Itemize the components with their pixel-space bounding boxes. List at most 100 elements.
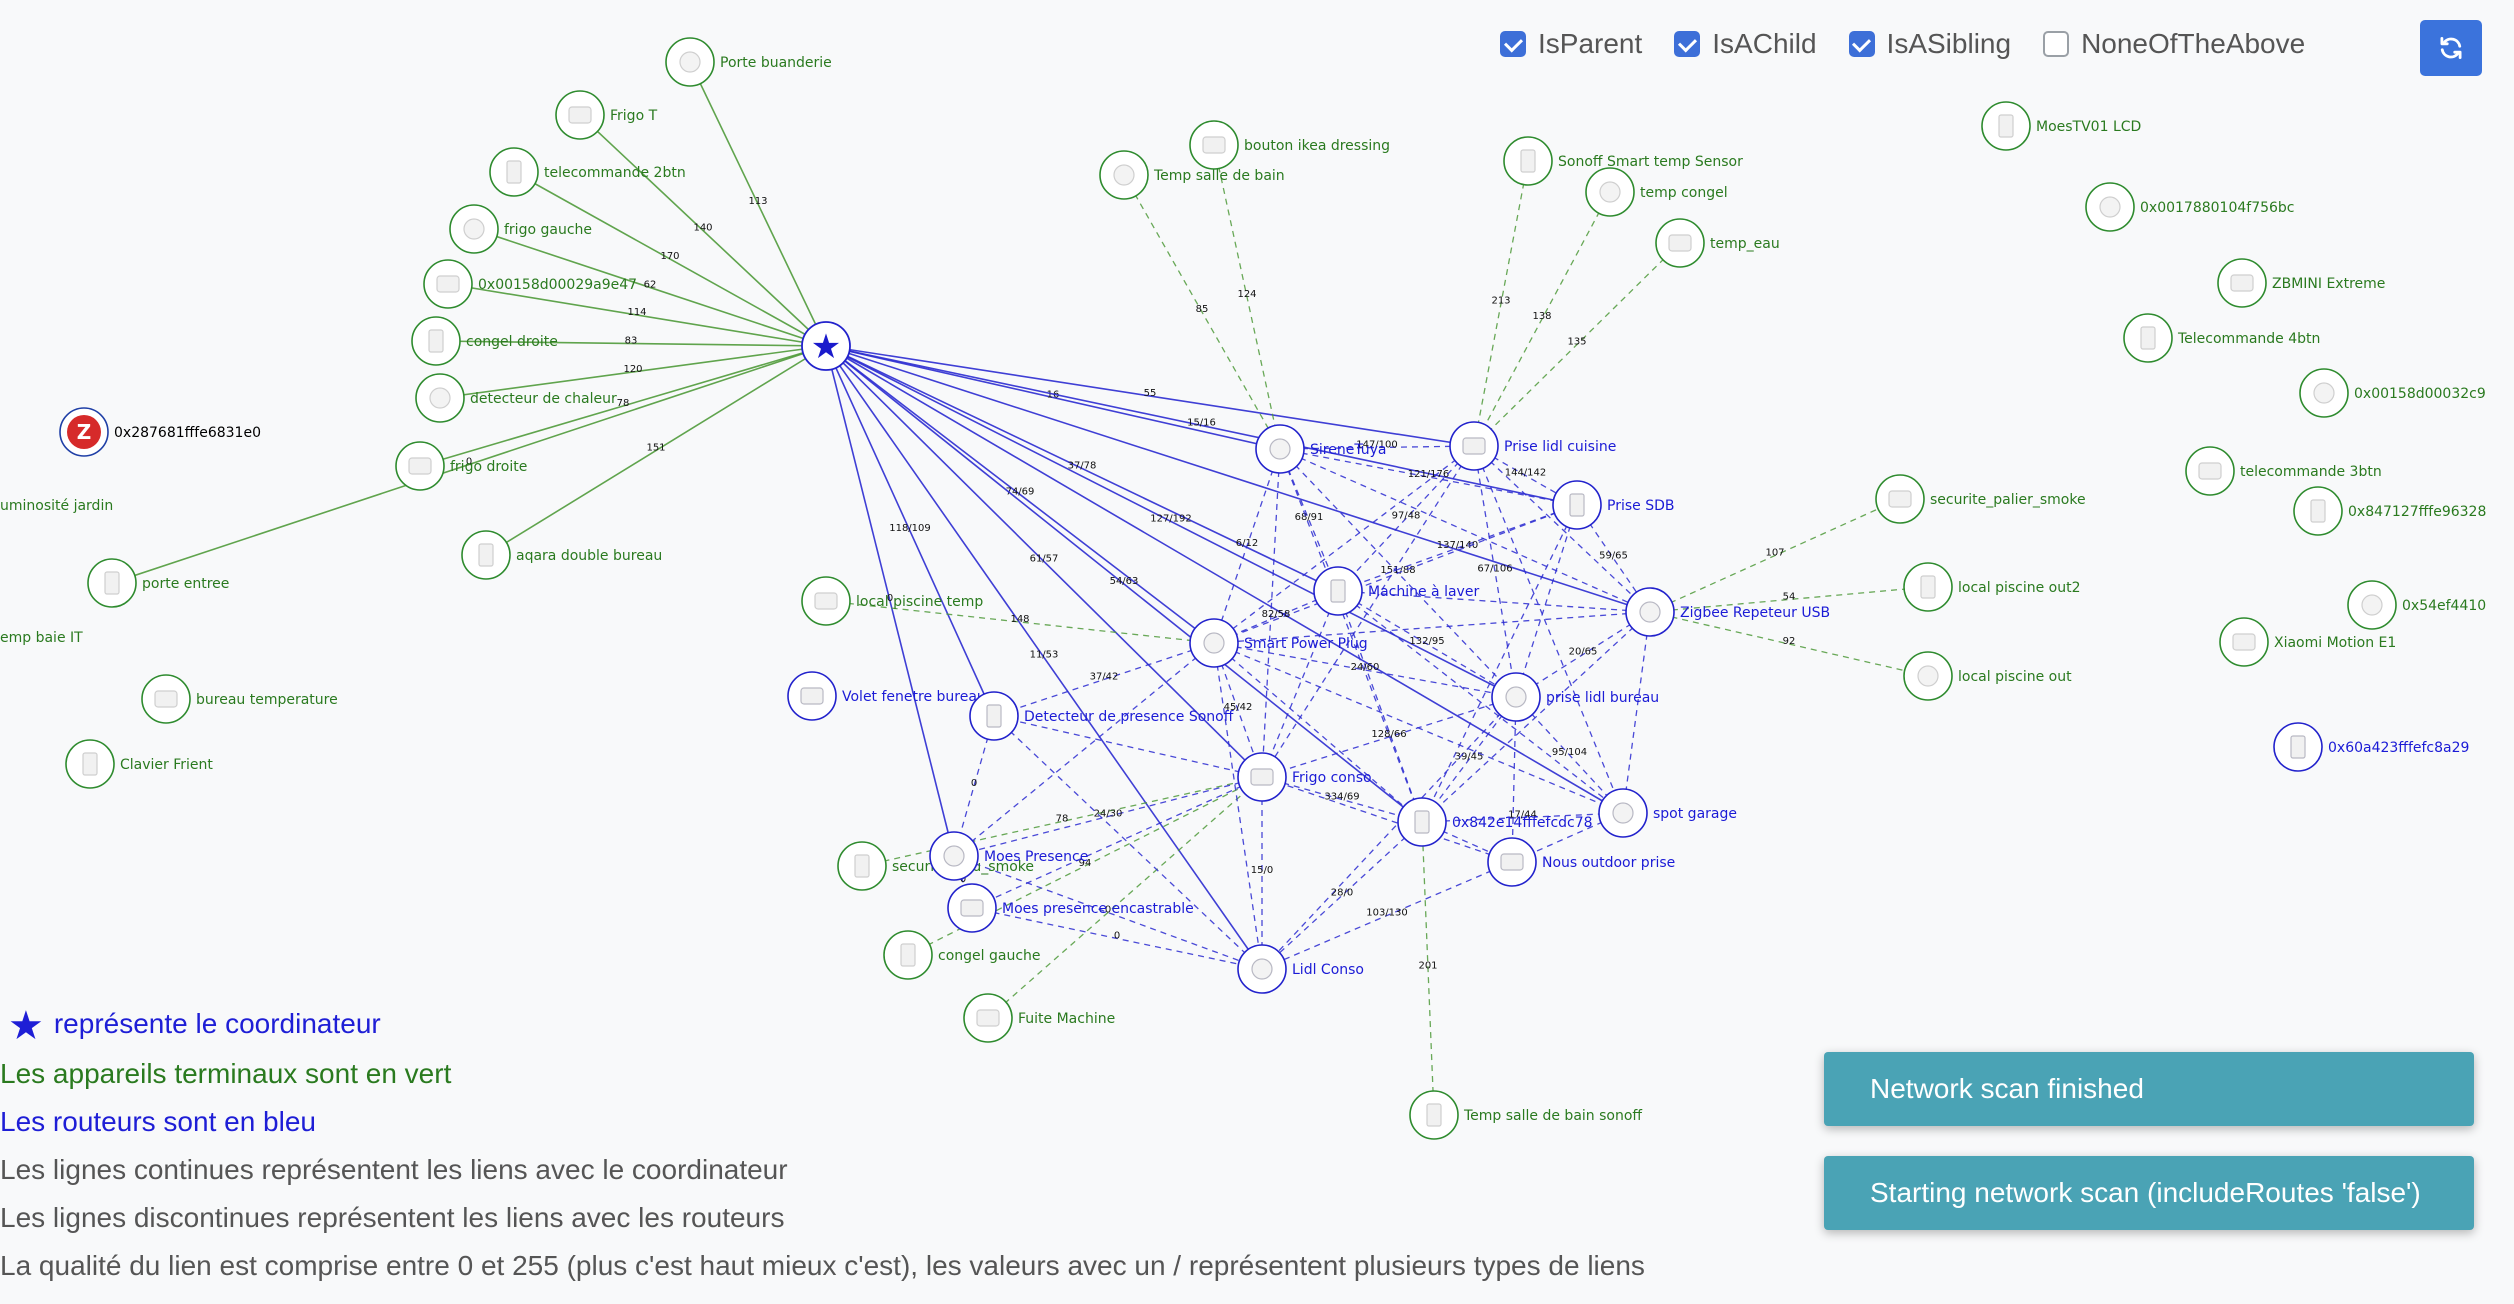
node-moes-presence[interactable]: Moes Presence bbox=[929, 831, 1088, 881]
device-shape bbox=[1639, 601, 1661, 623]
node-machine-laver[interactable]: Machine à laver bbox=[1313, 566, 1479, 616]
checkbox-isasibling[interactable]: IsASibling bbox=[1848, 28, 2011, 60]
link-line bbox=[1421, 504, 1578, 823]
refresh-button[interactable] bbox=[2420, 20, 2482, 76]
link-quality-label: 54 bbox=[1783, 592, 1796, 603]
checkbox-isparent[interactable]: IsParent bbox=[1500, 28, 1642, 60]
node-prise-sdb[interactable]: Prise SDB bbox=[1552, 480, 1674, 530]
node-detecteur-sonoff[interactable]: Detecteur de presence Sonoff bbox=[969, 691, 1234, 741]
node-sirene[interactable]: SireneTuya bbox=[1255, 424, 1387, 474]
node-lidl-conso[interactable]: Lidl Conso bbox=[1237, 944, 1364, 994]
link-line bbox=[825, 345, 1651, 613]
checkbox-isasibling-box[interactable] bbox=[1848, 31, 1875, 57]
node-lum-jardin[interactable]: uminosité jardin bbox=[0, 481, 113, 529]
node-fuite-machine[interactable]: Fuite Machine bbox=[963, 993, 1115, 1043]
link-line bbox=[825, 345, 1339, 592]
link-temp_eau-prise_lidl_cuisine: 135 bbox=[1473, 242, 1681, 447]
device-shape bbox=[986, 704, 1002, 728]
node-porte-entree[interactable]: porte entree bbox=[87, 558, 229, 608]
link-quality-label: 45/42 bbox=[1224, 702, 1253, 713]
node-tele-4btn[interactable]: Telecommande 4btn bbox=[2123, 313, 2320, 363]
link-piscine_temp-smart_plug: 148 bbox=[825, 600, 1215, 644]
node-piscine-out2[interactable]: local piscine out2 bbox=[1903, 562, 2081, 612]
node-prise-lidl-cuisine[interactable]: Prise lidl cuisine bbox=[1449, 421, 1616, 471]
link-quality-label: 92 bbox=[1783, 636, 1796, 647]
link-line bbox=[1421, 821, 1435, 1116]
node-hex-842e[interactable]: 0x842e14fffefcdc78 bbox=[1397, 797, 1593, 847]
node-detecteur-chaleur[interactable]: detecteur de chaleur bbox=[415, 373, 617, 423]
node-temp-sdb-sonoff[interactable]: Temp salle de bain sonoff bbox=[1409, 1090, 1642, 1140]
node-prise-lidl-bureau[interactable]: prise lidl bureau bbox=[1491, 672, 1659, 722]
node-hex-8471[interactable]: 0x847127fffe96328 bbox=[2293, 486, 2486, 536]
node-moes-encastrable[interactable]: Moes presence encastrable bbox=[947, 883, 1194, 933]
node-securite-eau[interactable]: securite_eau_smoke bbox=[837, 841, 1034, 891]
toast-scan-finished[interactable]: Network scan finished bbox=[1824, 1052, 2474, 1126]
node-frigo-droite[interactable]: frigo droite bbox=[395, 441, 527, 491]
node-bouton-ikea[interactable]: bouton ikea dressing bbox=[1189, 120, 1390, 170]
link-coord-zigbee_rep bbox=[825, 345, 1651, 613]
node-aqara-double[interactable]: aqara double bureau bbox=[461, 530, 662, 580]
node-spot-garage[interactable]: spot garage bbox=[1598, 788, 1737, 838]
link-coord-aqara_double: 151 bbox=[485, 345, 827, 556]
link-line bbox=[689, 61, 827, 347]
coordinator-node[interactable]: ★ bbox=[801, 321, 851, 371]
node-securite-palier[interactable]: securite_palier_smoke bbox=[1875, 474, 2086, 524]
node-frigo-gauche[interactable]: frigo gauche bbox=[449, 204, 592, 254]
node-hex-0158-e47[interactable]: 0x00158d00029a9e47 bbox=[423, 259, 637, 309]
node-smart-plug[interactable]: Smart Power Plug bbox=[1189, 618, 1368, 668]
node-xiaomi-motion[interactable]: Xiaomi Motion E1 bbox=[2219, 617, 2396, 667]
link-line bbox=[1511, 696, 1517, 863]
node-label: Temp salle de bain bbox=[1153, 168, 1285, 184]
node-zbmini[interactable]: ZBMINI Extreme bbox=[2217, 258, 2385, 308]
node-hex-60a4[interactable]: 0x60a423fffefc8a29 bbox=[2273, 722, 2469, 772]
node-sonoff-temp[interactable]: Sonoff Smart temp Sensor bbox=[1503, 136, 1743, 186]
toast-scan-starting[interactable]: Starting network scan (includeRoutes 'fa… bbox=[1824, 1156, 2474, 1230]
node-label: uminosité jardin bbox=[0, 498, 113, 514]
node-temp-congel[interactable]: temp congel bbox=[1585, 167, 1728, 217]
star-icon: ★ bbox=[8, 1004, 44, 1048]
link-line bbox=[1473, 445, 1624, 814]
checkbox-noneoftheabove-box[interactable] bbox=[2043, 31, 2070, 57]
link-line bbox=[439, 345, 827, 399]
node-volet[interactable]: Volet fenetre bureau bbox=[787, 671, 986, 721]
node-label: aqara double bureau bbox=[516, 548, 662, 564]
node-hex-54ef[interactable]: 0x54ef4410 bbox=[2347, 580, 2486, 630]
node-temp-baie[interactable]: emp baie IT bbox=[0, 613, 83, 661]
node-temp-eau[interactable]: temp_eau bbox=[1655, 218, 1780, 268]
link-line bbox=[1279, 448, 1517, 698]
node-congel-gauche[interactable]: congel gauche bbox=[883, 930, 1041, 980]
node-frigo-t[interactable]: Frigo T bbox=[555, 90, 658, 140]
node-hex-0158-c9[interactable]: 0x00158d00032c9 bbox=[2299, 368, 2486, 418]
checkbox-noneoftheabove[interactable]: NoneOfTheAbove bbox=[2043, 28, 2305, 60]
node-congel-droite[interactable]: congel droite bbox=[411, 316, 558, 366]
node-label: local piscine temp bbox=[856, 594, 983, 610]
node-hex-0017[interactable]: 0x0017880104f756bc bbox=[2085, 182, 2295, 232]
node-label: 0x287681fffe6831e0 bbox=[114, 425, 261, 441]
node-frigo-conso[interactable]: Frigo conso bbox=[1237, 752, 1372, 802]
link-line bbox=[1261, 590, 1339, 778]
node-bureau-temp[interactable]: bureau temperature bbox=[141, 674, 338, 724]
node-porte-buanderie[interactable]: Porte buanderie bbox=[665, 37, 832, 87]
device-shape bbox=[436, 275, 460, 293]
node-label: porte entree bbox=[142, 576, 229, 592]
link-line bbox=[1261, 776, 1513, 863]
node-piscine-out[interactable]: local piscine out bbox=[1903, 651, 2072, 701]
node-tele-3btn[interactable]: telecommande 3btn bbox=[2185, 446, 2382, 496]
node-label: ZBMINI Extreme bbox=[2272, 276, 2385, 292]
node-clavier[interactable]: Clavier Frient bbox=[65, 739, 213, 789]
checkbox-isachild-box[interactable] bbox=[1674, 31, 1701, 57]
node-moes-tv[interactable]: MoesTV01 LCD bbox=[1981, 101, 2141, 151]
checkbox-isparent-box[interactable] bbox=[1500, 31, 1526, 57]
node-zigbee-rep[interactable]: Zigbee Repeteur USB bbox=[1625, 587, 1830, 637]
checkbox-isachild[interactable]: IsAChild bbox=[1674, 28, 1817, 60]
link-line bbox=[971, 907, 1263, 970]
node-piscine-temp[interactable]: local piscine temp bbox=[801, 576, 983, 626]
link-prise_lidl_cuisine-spot_garage bbox=[1473, 445, 1624, 814]
node-nous-outdoor[interactable]: Nous outdoor prise bbox=[1487, 837, 1675, 887]
node-telecommande-2btn[interactable]: telecommande 2btn bbox=[489, 147, 686, 197]
link-quality-label: 113 bbox=[748, 196, 767, 207]
node-temp-sdb[interactable]: Temp salle de bain bbox=[1099, 150, 1285, 200]
link-securite_eau-frigo_conso: 78 bbox=[861, 776, 1263, 867]
